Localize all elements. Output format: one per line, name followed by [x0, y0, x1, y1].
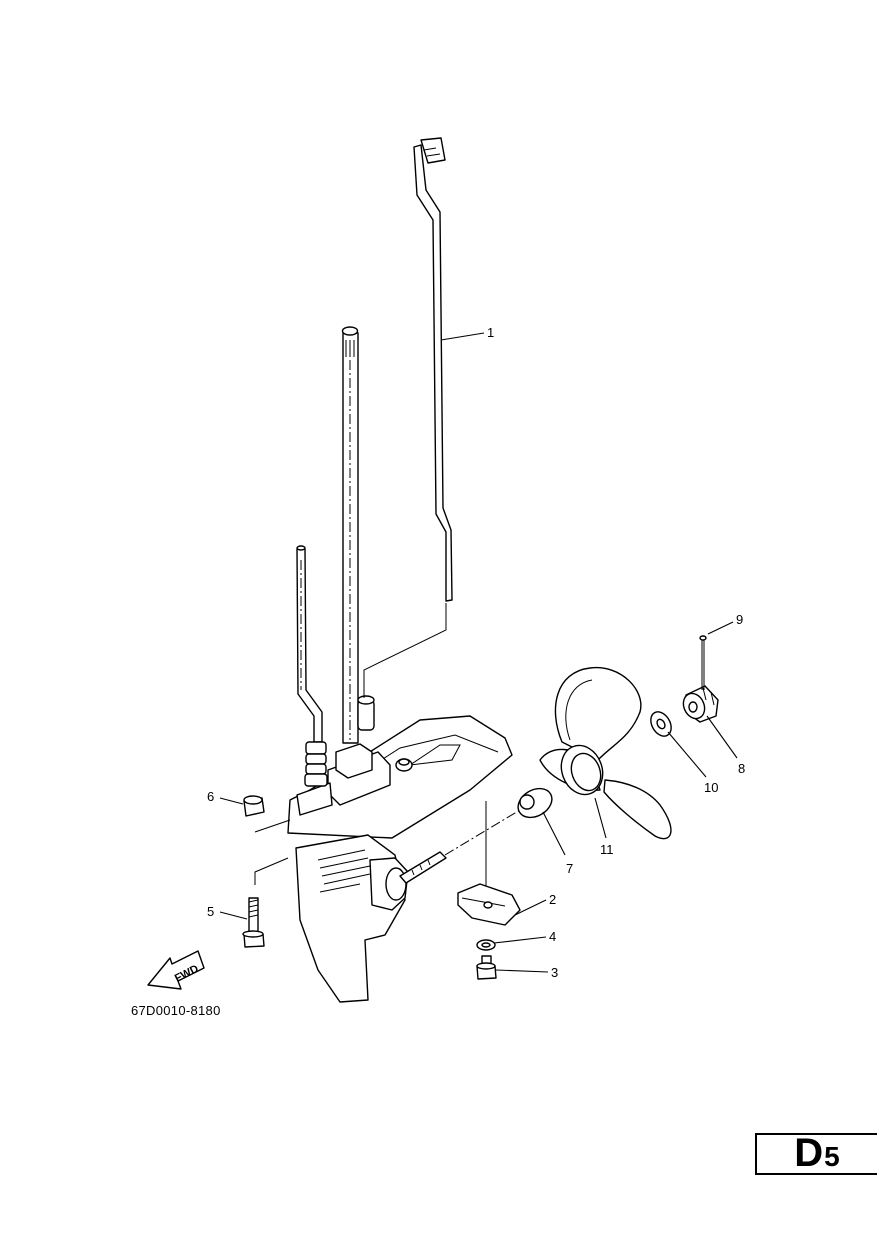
water-tube	[296, 545, 323, 743]
callout-2: 2	[549, 892, 556, 907]
callout-10: 10	[704, 780, 718, 795]
page-code-letter: D	[794, 1131, 824, 1175]
callout-9: 9	[736, 612, 743, 627]
bushing-part-6	[243, 795, 265, 817]
callout-3: 3	[551, 965, 558, 980]
callout-1: 1	[487, 325, 494, 340]
anode-part-2	[457, 883, 521, 926]
propeller-part-11	[539, 666, 672, 840]
reference-code: 67D0010-8180	[131, 1003, 221, 1018]
page-code-number: 5	[824, 1141, 840, 1172]
cotter-pin-part-9	[699, 635, 707, 690]
bolt-part-5	[242, 897, 265, 948]
callout-11: 11	[600, 842, 614, 857]
washer-part-4	[476, 939, 496, 951]
callout-leaders	[219, 332, 738, 973]
shift-rod-part-1	[413, 137, 453, 602]
drive-shaft	[341, 326, 359, 744]
callout-4: 4	[549, 929, 556, 944]
thrust-washer-part-7	[517, 787, 553, 819]
screw-part-3	[476, 955, 497, 980]
callout-7: 7	[566, 861, 573, 876]
fwd-arrow-icon: FWD	[147, 950, 205, 990]
callout-5: 5	[207, 904, 214, 919]
callout-6: 6	[207, 789, 214, 804]
lower-casing	[287, 695, 521, 1003]
callout-8: 8	[738, 761, 745, 776]
propeller-nut-part-8	[682, 685, 719, 723]
washer-part-10	[650, 711, 672, 737]
